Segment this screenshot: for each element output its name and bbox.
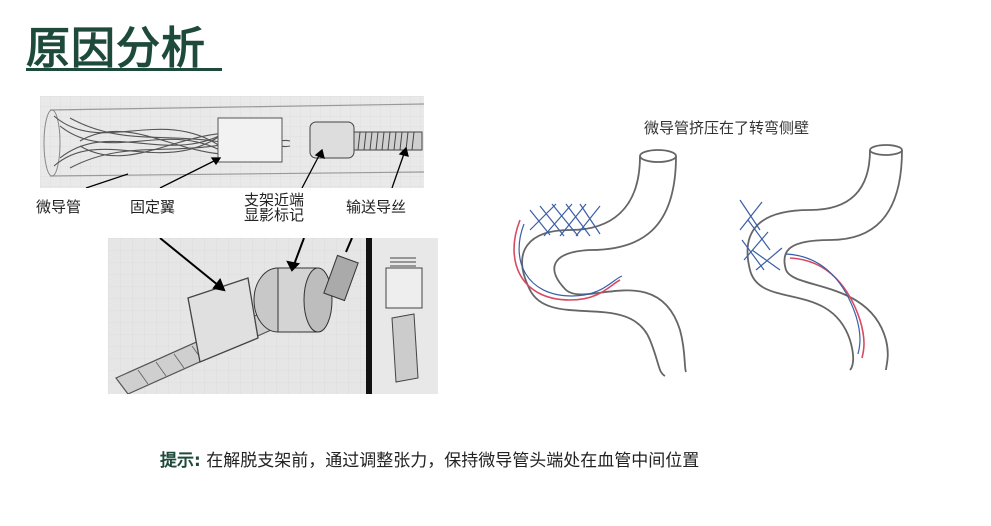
label-delivery-wire: 输送导丝 (346, 198, 407, 216)
curved-vessel-sketches (513, 144, 903, 377)
tip-prefix: 提示: (160, 451, 201, 471)
fixing-wing-closeup-sketch (108, 238, 438, 394)
tip-body: 在解脱支架前，通过调整张力，保持微导管头端处在血管中间位置 (200, 451, 700, 471)
label-microcatheter: 微导管 (36, 198, 82, 216)
title-underline (26, 68, 222, 71)
stent-delivery-sketch (40, 96, 424, 188)
page-title: 原因分析 (26, 23, 206, 74)
right-caption: 微导管挤压在了转弯侧壁 (644, 119, 810, 137)
tip-text: 提示: 在解脱支架前，通过调整张力，保持微导管头端处在血管中间位置 (160, 446, 699, 471)
label-proximal-marker-line2: 显影标记 (244, 206, 305, 224)
label-proximal-marker-line1: 支架近端 (244, 191, 305, 209)
label-proximal-marker: 支架近端 显影标记 (244, 193, 304, 223)
label-fixing-wing: 固定翼 (130, 198, 176, 216)
